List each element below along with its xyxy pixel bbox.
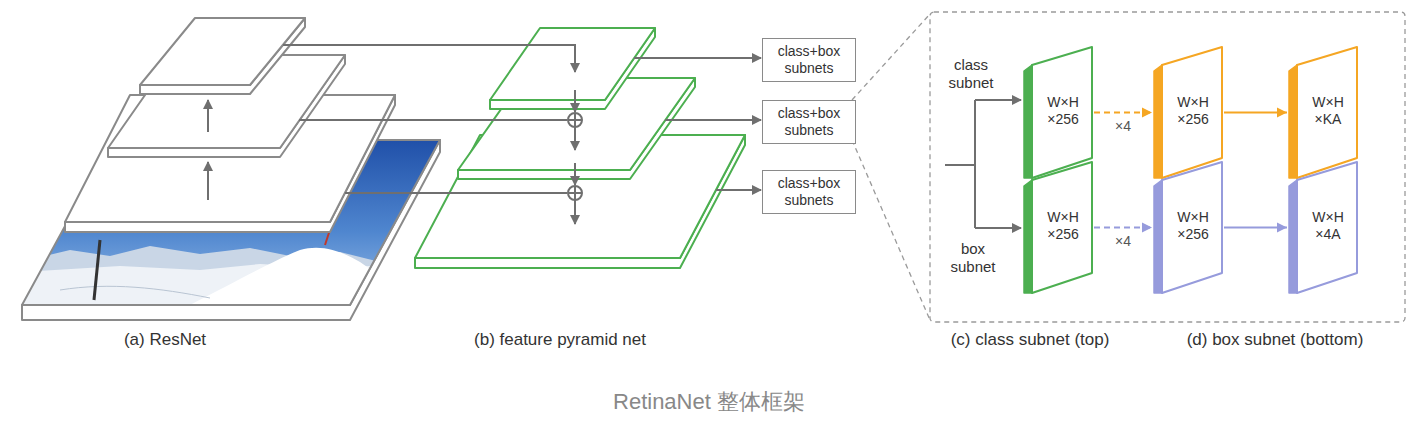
part-label: box subnet	[940, 240, 1006, 276]
illustration-part	[574, 186, 576, 200]
callout-frame	[852, 12, 1405, 322]
panel-face	[1032, 162, 1092, 293]
subnet-box: class+box subnets	[762, 38, 856, 82]
panel-edge	[1289, 65, 1297, 178]
illustration-part	[852, 14, 930, 100]
subnet-box: class+box subnets	[762, 100, 856, 144]
panel-edge	[1154, 180, 1162, 293]
illustration-part	[975, 227, 1021, 229]
illustration-part	[930, 12, 1405, 322]
resnet-plates	[65, 18, 395, 232]
illustration-part	[568, 186, 582, 200]
repeat-label: ×4	[1113, 119, 1133, 134]
feature-map-panel: W×H ×4A	[1287, 160, 1359, 295]
illustration-part	[345, 192, 567, 194]
node-text: W×H ×KA	[1301, 94, 1355, 128]
repeat-label: ×4	[1113, 234, 1133, 249]
arrowhead	[1142, 223, 1152, 233]
illustration-part	[283, 45, 575, 72]
illustration-part	[716, 189, 761, 191]
illustration-part	[140, 18, 305, 85]
lateral-connections	[283, 45, 582, 224]
node-text: class+box subnets	[769, 43, 849, 77]
node-text: W×H ×256	[1036, 209, 1090, 243]
fpn-plates	[415, 28, 745, 268]
illustration-part	[180, 248, 445, 310]
fpn-outputs	[634, 58, 761, 190]
illustration-part	[140, 18, 305, 94]
panel-face	[1162, 47, 1222, 178]
illustration-part	[568, 113, 582, 127]
panel-edge	[1024, 65, 1032, 178]
illustration-part	[974, 100, 976, 228]
arrowhead	[1142, 108, 1152, 118]
illustration-part	[574, 163, 576, 185]
panel-edge	[1024, 180, 1032, 293]
node-text: W×H ×256	[1166, 209, 1220, 243]
illustration-part	[60, 286, 210, 298]
illustration-part	[207, 162, 209, 200]
arrowhead	[1277, 108, 1287, 118]
part-label: (c) class subnet (top)	[920, 330, 1140, 350]
illustration-part	[574, 113, 576, 127]
node-text: class+box subnets	[769, 105, 849, 139]
panel-face	[1032, 47, 1092, 178]
feature-map-panel: W×H ×256	[1152, 160, 1224, 295]
illustration-part	[574, 90, 576, 112]
illustration-part	[94, 240, 100, 300]
illustration-part	[490, 28, 655, 100]
figure-caption: RetinaNet 整体框架	[0, 389, 1418, 415]
illustration-part	[634, 57, 761, 59]
illustration-part	[945, 164, 975, 166]
feature-map-panel: W×H ×256	[1152, 45, 1224, 180]
feature-map-panel: W×H ×256	[1022, 45, 1094, 180]
illustration-part	[299, 119, 567, 121]
subnet-split	[945, 100, 1021, 228]
node-text: class+box subnets	[769, 175, 849, 209]
node-text: W×H ×4A	[1301, 209, 1355, 243]
illustration-part	[975, 99, 1021, 101]
node-text: W×H ×256	[1036, 94, 1090, 128]
illustration-part	[207, 100, 209, 132]
panel-face	[1297, 162, 1357, 293]
illustration-part	[574, 200, 576, 224]
illustration-part	[665, 119, 761, 121]
feature-map-panel: W×H ×KA	[1287, 45, 1359, 180]
part-label: (a) ResNet	[60, 330, 270, 350]
illustration-part	[852, 140, 930, 320]
arrowhead	[1277, 223, 1287, 233]
part-label: (b) feature pyramid net	[440, 330, 680, 350]
illustration-part	[574, 127, 576, 150]
resnet-up-arrows	[207, 100, 209, 200]
panel-edge	[1289, 180, 1297, 293]
panel-face	[1297, 47, 1357, 178]
node-text: W×H ×256	[1166, 94, 1220, 128]
panel-edge	[1154, 65, 1162, 178]
illustration-part	[490, 28, 655, 109]
part-label: (d) box subnet (bottom)	[1150, 330, 1400, 350]
panel-face	[1162, 162, 1222, 293]
feature-map-panel: W×H ×256	[1022, 160, 1094, 295]
subnet-box: class+box subnets	[762, 170, 856, 214]
illustration-part	[20, 246, 445, 310]
part-label: class subnet	[936, 56, 1006, 92]
